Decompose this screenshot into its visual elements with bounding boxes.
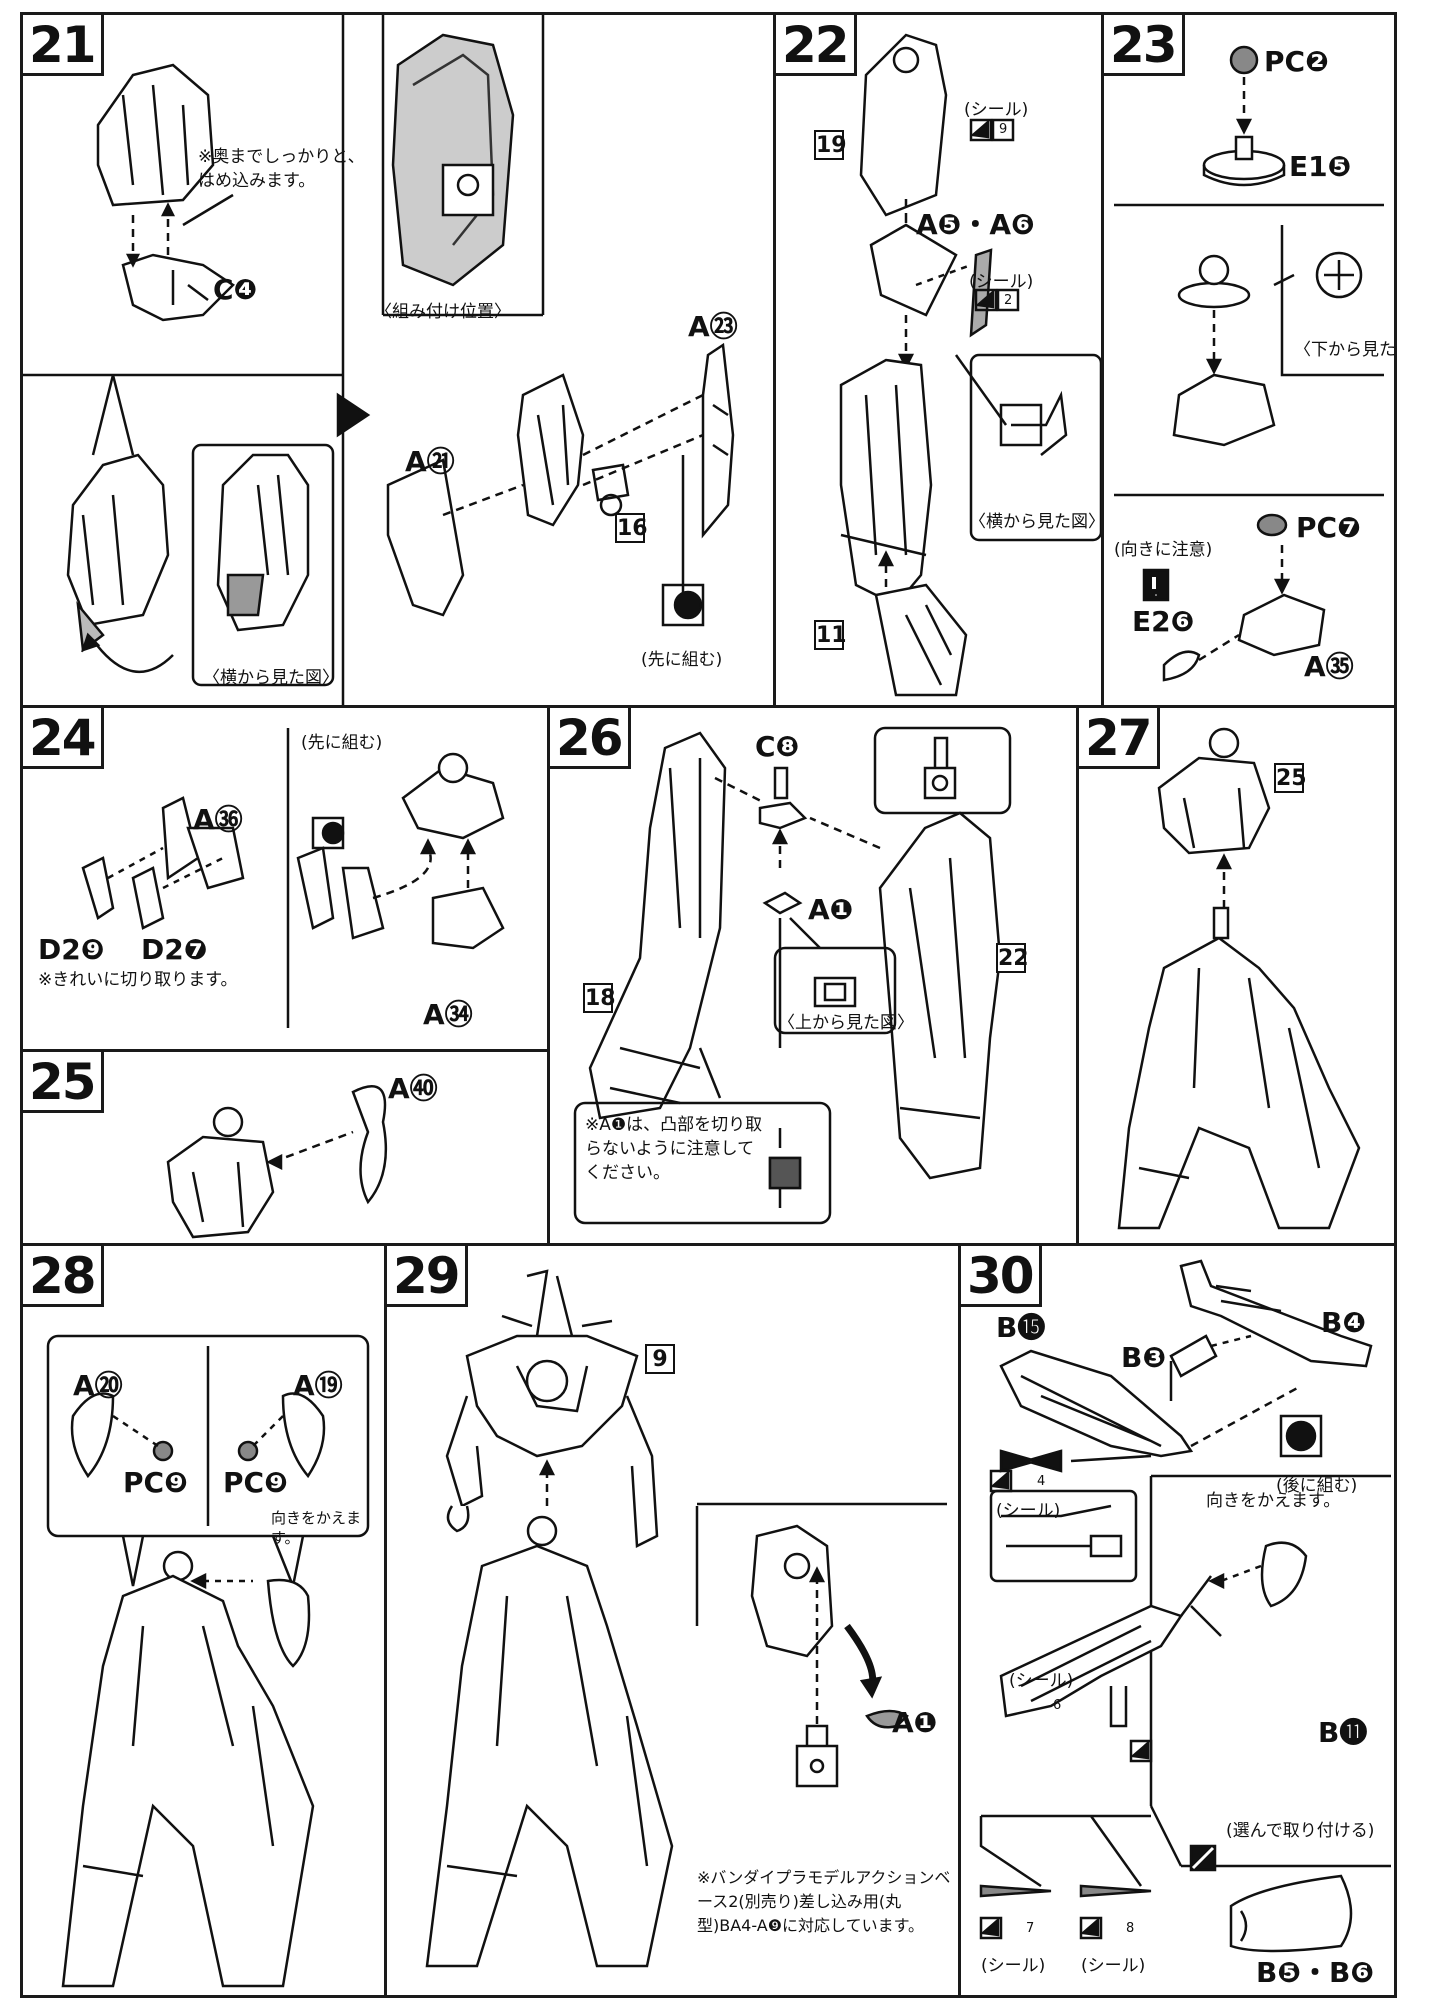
sticker-label-7: (シール) bbox=[981, 1956, 1046, 1976]
step-29-illustration bbox=[425, 1269, 947, 1968]
sticker-number-6: 6 bbox=[1053, 1698, 1062, 1713]
step-21-note: ※奥までしっかりと、はめ込みます。 bbox=[198, 147, 365, 191]
assemble-first-label: (先に組む) bbox=[641, 650, 723, 670]
step-29-panel: 29 bbox=[384, 1243, 961, 1998]
part-label-e26: E2❻ bbox=[1132, 605, 1195, 638]
sticker-number-2: 2 bbox=[1004, 293, 1013, 308]
step-number: 23 bbox=[1104, 15, 1185, 76]
part-label-c4: C❹ bbox=[213, 273, 258, 306]
assemble-later-label: (後に組む) bbox=[1276, 1476, 1358, 1496]
step-23-panel: 23 bbox=[1101, 12, 1397, 708]
step-21-panel: 21 bbox=[20, 12, 776, 708]
step-30-panel: 30 bbox=[958, 1243, 1397, 1998]
part-label-a34: A㉞ bbox=[423, 998, 473, 1031]
part-label-b15: B⓯ bbox=[996, 1311, 1046, 1344]
part-label-b4: B❹ bbox=[1321, 1306, 1367, 1339]
part-label-b11: B⓫ bbox=[1318, 1716, 1368, 1749]
part-label-d27: D2❼ bbox=[141, 933, 208, 966]
part-label-pc9-right: PC❾ bbox=[223, 1466, 288, 1499]
part-label-d29: D2❾ bbox=[38, 933, 105, 966]
step-26-illustration bbox=[573, 726, 1012, 1225]
ref-box-22: 22 bbox=[996, 943, 1029, 973]
part-label-b5-b6: B❺・B❻ bbox=[1256, 1956, 1375, 1989]
ref-box-16: 16 bbox=[615, 513, 648, 543]
sticker-label-mid: (シール) bbox=[1009, 1671, 1074, 1691]
ref-box-18: 18 bbox=[583, 983, 616, 1013]
sticker-number-8: 8 bbox=[1126, 1921, 1135, 1936]
part-label-c8: C❽ bbox=[755, 730, 800, 763]
step-28-panel: 28 A⑳ A⑲ PC❾ PC❾ bbox=[20, 1243, 387, 1998]
part-label-a5-a6: A❺・A❻ bbox=[916, 208, 1035, 241]
part-label-a20: A⑳ bbox=[73, 1369, 123, 1402]
caution-label: (向きに注意) bbox=[1114, 540, 1213, 560]
rotate-label: 向きをかえます。 bbox=[1206, 1491, 1341, 1511]
sticker-label-2: (シール) bbox=[969, 272, 1034, 292]
step-number: 21 bbox=[23, 15, 104, 76]
sticker-number-4: 4 bbox=[1037, 1474, 1046, 1489]
step-29-note: ※バンダイプラモデルアクションベース2(別売り)差し込み用(丸型)BA4-A❾に… bbox=[697, 1868, 951, 1935]
part-label-a19: A⑲ bbox=[293, 1369, 343, 1402]
step-number: 29 bbox=[387, 1246, 468, 1307]
assemble-first-label: (先に組む) bbox=[301, 733, 383, 753]
step-number: 26 bbox=[550, 708, 631, 769]
sticker-label: (シール) bbox=[964, 100, 1029, 120]
step-28-illustration bbox=[46, 1334, 370, 1988]
side-view-label: 〈横から見た図〉 bbox=[203, 668, 339, 688]
bottom-view-label: 〈下から見た図〉 bbox=[1294, 340, 1396, 360]
step-30-illustration bbox=[979, 1259, 1391, 1953]
step-23-illustration bbox=[1114, 45, 1384, 682]
part-label-a36: A㊱ bbox=[193, 803, 243, 836]
part-label-a1: A❶ bbox=[892, 1706, 938, 1739]
step-25-illustration bbox=[166, 1085, 388, 1239]
step-24-note: ※きれいに切り取ります。 bbox=[38, 970, 238, 990]
step-26-note: ※A❶は、凸部を切り取らないように注意してください。 bbox=[585, 1115, 763, 1183]
part-label-pc2: PC❷ bbox=[1264, 45, 1329, 78]
step-number: 25 bbox=[23, 1052, 104, 1113]
step-number: 30 bbox=[961, 1246, 1042, 1307]
step-number: 24 bbox=[23, 708, 104, 769]
step-24-panel: 24 A㊱ bbox=[20, 705, 550, 1052]
sticker-label-8: (シール) bbox=[1081, 1956, 1146, 1976]
step-21-illustration bbox=[23, 15, 735, 705]
part-label-a35: A㉟ bbox=[1304, 650, 1354, 683]
ref-box-9: 9 bbox=[645, 1344, 675, 1374]
step-24-illustration bbox=[81, 728, 505, 1028]
sticker-number-9: 9 bbox=[999, 122, 1008, 137]
step-27-panel: 27 25 bbox=[1076, 705, 1397, 1246]
part-label-a21: A㉑ bbox=[405, 445, 455, 478]
ref-box-11: 11 bbox=[814, 620, 847, 650]
sticker-number-7: 7 bbox=[1026, 1921, 1035, 1936]
step-number: 27 bbox=[1079, 708, 1160, 769]
step-number: 28 bbox=[23, 1246, 104, 1307]
step-number: 22 bbox=[776, 15, 857, 76]
part-label-a1: A❶ bbox=[808, 893, 854, 926]
ref-box-19: 19 bbox=[814, 130, 847, 160]
step-27-illustration bbox=[1117, 727, 1361, 1230]
ref-box-25: 25 bbox=[1274, 763, 1307, 793]
sticker-label-top: (シール) bbox=[996, 1501, 1061, 1521]
side-view-label: 〈横から見た図〉 bbox=[969, 512, 1104, 532]
step-25-panel: 25 A㊵ bbox=[20, 1049, 550, 1246]
assembly-position-label: 〈組み付け位置〉 bbox=[375, 302, 511, 322]
part-label-b3: B❸ bbox=[1121, 1341, 1167, 1374]
part-label-a23: A㉓ bbox=[688, 310, 738, 343]
choose-label: (選んで取り付ける) bbox=[1226, 1821, 1375, 1841]
part-label-pc9-left: PC❾ bbox=[123, 1466, 188, 1499]
part-label-e15: E1❺ bbox=[1289, 150, 1352, 183]
part-label-a40: A㊵ bbox=[388, 1072, 438, 1105]
top-view-label: 〈上から見た図〉 bbox=[778, 1013, 914, 1033]
step-26-panel: 26 bbox=[547, 705, 1079, 1246]
step-22-panel: 22 bbox=[773, 12, 1104, 708]
part-label-pc7: PC❼ bbox=[1296, 511, 1361, 544]
step-22-illustration bbox=[839, 33, 1101, 697]
rotate-note: 向きをかえます。 bbox=[271, 1509, 362, 1547]
